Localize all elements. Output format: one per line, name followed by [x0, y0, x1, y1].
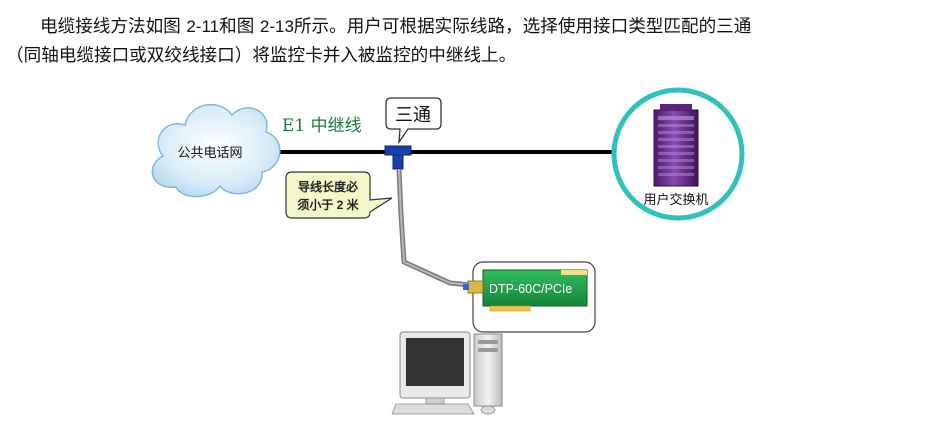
cloud-label: 公共电话网 — [177, 146, 242, 161]
pbx-cabinet-icon — [653, 104, 699, 187]
figure-reference: 2-13 — [259, 17, 294, 36]
paragraph-line-1: 电缆接线方法如图 2-11和图 2-13所示。用户可根据实际线路，选择使用接口类… — [6, 12, 921, 42]
cloud-icon — [151, 103, 281, 198]
paragraph-text: 电缆接线方法如图 — [40, 17, 187, 37]
body-paragraph: 电缆接线方法如图 2-11和图 2-13所示。用户可根据实际线路，选择使用接口类… — [6, 12, 921, 71]
figure-reference: 2-11 — [186, 17, 220, 36]
paragraph-text: 所示。用户可根据实际线路，选择使用接口类型匹配的三通 — [293, 17, 752, 37]
paragraph-line-2: （同轴电缆接口或双绞线接口）将监控卡并入被监控的中继线上。 — [6, 46, 517, 66]
tee-label: 三通 — [395, 105, 431, 126]
pci-card-icon — [463, 269, 588, 312]
switch-label: 用户交换机 — [643, 192, 708, 208]
desktop-computer-icon — [391, 331, 503, 415]
cable-note-line-2: 须小于 2 米 — [297, 197, 359, 212]
paragraph-text: 和图 — [219, 17, 260, 37]
monitor-cable — [396, 168, 471, 288]
tee-connector-icon — [384, 145, 412, 170]
cable-length-note — [285, 171, 393, 219]
tee-callout — [385, 97, 442, 145]
card-label: DTP-60C/PCIe — [489, 282, 572, 296]
cable-note-line-1: 导线长度必 — [298, 179, 358, 194]
trunk-label: E1 中继线 — [282, 116, 362, 136]
